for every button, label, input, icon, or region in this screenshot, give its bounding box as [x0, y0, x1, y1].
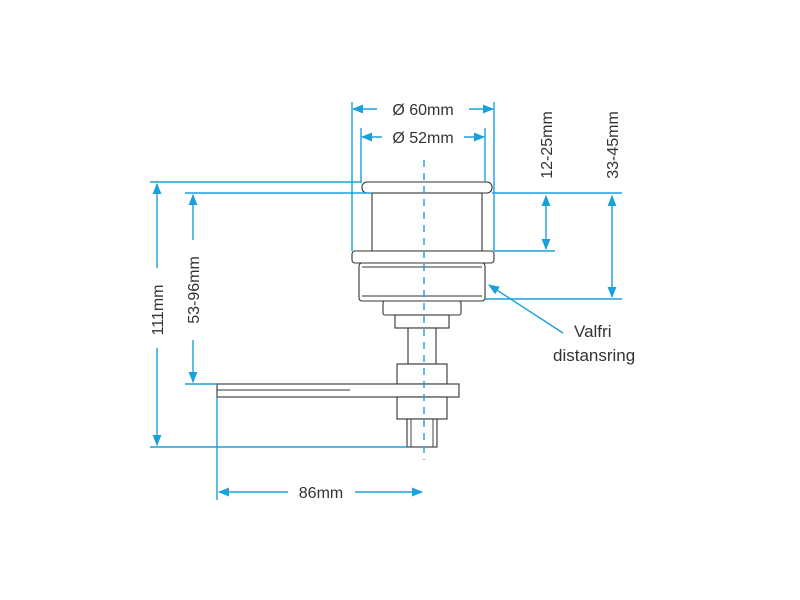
dim-total-height: 111mm	[145, 181, 407, 448]
shaft	[407, 327, 437, 365]
dim-range-12-25: 12-25mm	[492, 111, 556, 252]
inner-diameter-label: Ø 52mm	[392, 130, 453, 147]
outer-diameter-label: Ø 60mm	[392, 102, 453, 119]
dim-height-range: 53-96mm	[181, 192, 372, 385]
top-cap	[361, 181, 493, 194]
annotation-line1: Valfri	[574, 322, 611, 341]
lower-flange	[351, 250, 495, 264]
nut-upper	[396, 363, 448, 385]
nut-lower	[396, 396, 448, 420]
threaded-end	[406, 418, 438, 448]
height-range-label: 53-96mm	[186, 256, 203, 324]
spacer-ring	[358, 262, 486, 302]
annotation-line2: distansring	[553, 346, 635, 365]
spacer-annotation: Valfri distansring	[488, 284, 635, 365]
range-33-45-label: 33-45mm	[605, 111, 622, 179]
dim-range-33-45: 33-45mm	[485, 111, 622, 300]
body-cylinder	[371, 192, 483, 252]
neck	[382, 300, 462, 316]
cam-arm	[216, 383, 460, 398]
arm-length-label: 86mm	[299, 485, 343, 502]
dim-inner-diameter: Ø 52mm	[360, 128, 486, 182]
total-height-label: 111mm	[150, 285, 167, 336]
dim-outer-diameter: Ø 60mm	[351, 102, 495, 251]
dim-arm-length: 86mm	[216, 397, 424, 502]
range-12-25-label: 12-25mm	[539, 111, 556, 179]
cam-lock-part	[216, 181, 495, 448]
